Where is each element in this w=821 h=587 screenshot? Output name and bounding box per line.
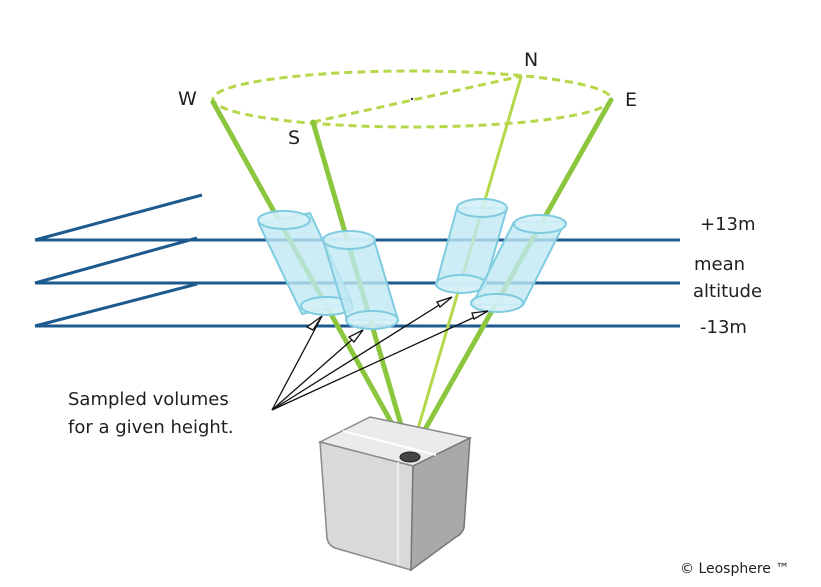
scan-diameter-ns: [312, 74, 523, 124]
mean-plane-edge: [34, 236, 198, 285]
arrow-head-north: [436, 296, 453, 308]
instrument-side: [410, 436, 471, 572]
sampled-volumes: [257, 198, 567, 330]
caption-line2: for a given height.: [68, 417, 234, 438]
arrow-head-west: [305, 315, 323, 331]
copyright-label: © Leosphere ™: [680, 561, 789, 577]
upper-plane-edge: [34, 193, 203, 242]
arrow-head-south: [347, 329, 364, 343]
height-mean-label-line2: altitude: [693, 281, 762, 302]
compass-east-label: E: [625, 89, 637, 111]
caption-line1: Sampled volumes: [68, 389, 229, 410]
instrument-seam: [342, 430, 437, 456]
height-lower-label: -13m: [700, 317, 747, 338]
compass-west-label: W: [178, 88, 197, 110]
instrument-front: [319, 441, 414, 571]
instrument-aperture: [399, 451, 421, 463]
caption-arrows: [271, 296, 489, 411]
compass-north-label: N: [524, 49, 538, 71]
arrow-head-east: [471, 310, 489, 320]
compass-south-label: S: [288, 127, 300, 149]
volume-south: [321, 230, 400, 330]
volume-east: [470, 214, 567, 313]
height-upper-label: +13m: [700, 214, 756, 235]
height-mean-label-line1: mean: [694, 254, 745, 275]
laser-beams: [210, 75, 614, 459]
lower-plane-edge: [34, 282, 198, 328]
lidar-instrument: [317, 416, 473, 572]
scan-center-dot: [410, 97, 414, 101]
